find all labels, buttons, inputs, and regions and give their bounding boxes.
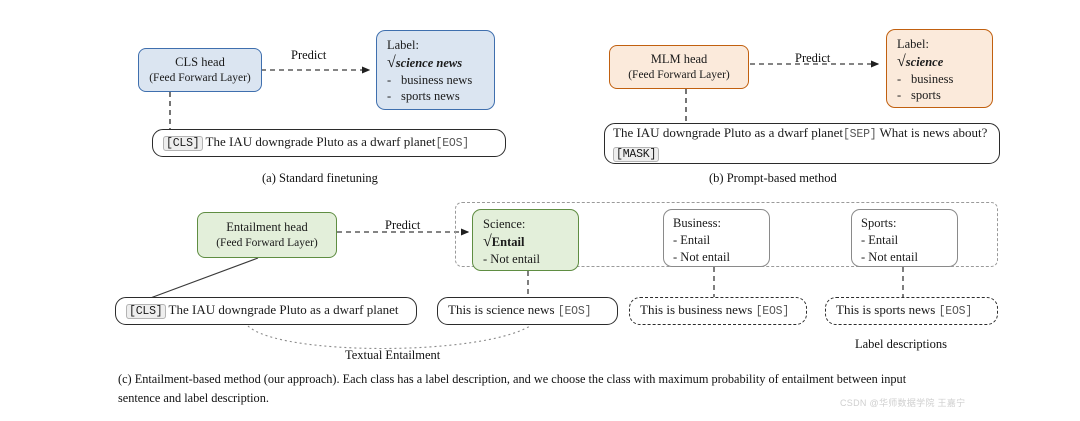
class-box-sports-entail[interactable]: - Entail	[861, 232, 899, 247]
predict-label-a: Predict	[291, 48, 327, 62]
hypothesis-sports: This is sports news [EOS]	[836, 301, 987, 321]
label-box-a-selected: √science news	[387, 54, 485, 72]
entailment-head-line1: Entailment head	[226, 220, 308, 234]
mask-token: [MASK]	[613, 146, 660, 162]
input-sentence-a-text: The IAU downgrade Pluto as a dwarf plane…	[205, 134, 436, 150]
predict-label-c: Predict	[385, 218, 421, 232]
eos-token: [EOS]	[938, 305, 973, 319]
sep-token: [SEP]	[842, 127, 877, 141]
cls-head-line2: (Feed Forward Layer)	[149, 71, 251, 84]
input-prompt-b-text: What is news about?	[879, 124, 988, 140]
input-sentence-b-line2: [MASK]	[613, 144, 660, 164]
entailment-head-line2: (Feed Forward Layer)	[216, 236, 318, 249]
label-box-b-option-1[interactable]: -sports	[897, 87, 983, 104]
input-sentence-c-text: The IAU downgrade Pluto as a dwarf plane…	[168, 302, 399, 318]
mlm-head-line2: (Feed Forward Layer)	[628, 68, 730, 81]
check-icon: √	[483, 232, 492, 250]
eos-token: [EOS]	[435, 137, 470, 151]
input-sentence-a: [CLS] The IAU downgrade Pluto as a dwarf…	[163, 133, 495, 153]
label-box-a[interactable]: Label: √science news -business news -spo…	[376, 30, 495, 110]
hypothesis-business-text: This is business news	[640, 302, 753, 318]
cls-head-box[interactable]: CLS head (Feed Forward Layer)	[138, 48, 262, 92]
cls-head-line1: CLS head	[175, 55, 225, 69]
class-box-business-not-entail[interactable]: - Not entail	[673, 249, 730, 264]
entailment-head-box[interactable]: Entailment head (Feed Forward Layer)	[197, 212, 337, 258]
class-box-science-not-entail[interactable]: - Not entail	[483, 251, 540, 266]
caption-a: (a) Standard finetuning	[262, 171, 378, 185]
label-box-a-option-0-text: business news	[401, 72, 473, 87]
class-box-sports[interactable]: Sports: - Entail - Not entail	[851, 209, 958, 267]
label-box-a-selected-text: science news	[395, 55, 463, 70]
label-box-a-option-1[interactable]: -sports news	[387, 88, 485, 105]
label-box-a-option-0[interactable]: -business news	[387, 72, 485, 89]
bullet-dash: -	[897, 71, 902, 86]
class-box-business-entail[interactable]: - Entail	[673, 232, 711, 247]
input-sentence-box-a[interactable]: [CLS] The IAU downgrade Pluto as a dwarf…	[152, 129, 506, 157]
hypothesis-sports-text: This is sports news	[836, 302, 936, 318]
label-box-a-option-1-text: sports news	[401, 89, 460, 104]
class-box-sports-title: Sports:	[861, 216, 897, 230]
class-box-business[interactable]: Business: - Entail - Not entail	[663, 209, 770, 267]
hypothesis-box-sports[interactable]: This is sports news [EOS]	[825, 297, 998, 325]
watermark: CSDN @华师数据学院 王嘉宁	[840, 398, 966, 408]
cls-token: [CLS]	[126, 304, 166, 320]
label-box-a-title: Label:	[387, 38, 419, 52]
class-box-sports-not-entail[interactable]: - Not entail	[861, 249, 918, 264]
label-box-b-option-0[interactable]: -business	[897, 71, 983, 88]
label-box-b-title: Label:	[897, 37, 929, 51]
class-box-business-title: Business:	[673, 216, 721, 230]
input-sentence-b-line1: The IAU downgrade Pluto as a dwarf plane…	[613, 124, 987, 144]
check-icon: √	[387, 53, 396, 71]
textual-entailment-label: Textual Entailment	[345, 348, 441, 362]
cls-token: [CLS]	[163, 136, 203, 152]
input-sentence-c: [CLS] The IAU downgrade Pluto as a dwarf…	[126, 301, 406, 321]
label-descriptions-label: Label descriptions	[855, 337, 947, 351]
class-box-science-entail-text: Entail	[491, 234, 525, 249]
edge-textual-entailment-curve	[247, 325, 531, 350]
hypothesis-business: This is business news [EOS]	[640, 301, 796, 321]
mlm-head-box[interactable]: MLM head (Feed Forward Layer)	[609, 45, 749, 89]
class-box-science-entail: √Entail	[483, 233, 569, 251]
input-sentence-b-text: The IAU downgrade Pluto as a dwarf plane…	[613, 124, 843, 140]
hypothesis-science: This is science news [EOS]	[448, 301, 607, 321]
hypothesis-box-business[interactable]: This is business news [EOS]	[629, 297, 807, 325]
bullet-dash: -	[897, 88, 902, 103]
hypothesis-science-text: This is science news	[448, 302, 555, 318]
label-box-b[interactable]: Label: √science -business -sports	[886, 29, 993, 108]
input-sentence-box-c[interactable]: [CLS] The IAU downgrade Pluto as a dwarf…	[115, 297, 417, 325]
check-icon: √	[897, 52, 906, 70]
class-box-science[interactable]: Science: √Entail - Not entail	[472, 209, 579, 271]
predict-label-b: Predict	[795, 51, 831, 65]
caption-c: (c) Entailment-based method (our approac…	[118, 372, 907, 406]
edge-c-head-to-input	[144, 257, 259, 301]
mlm-head-line1: MLM head	[650, 52, 708, 66]
label-box-b-selected: √science	[897, 53, 983, 71]
label-box-b-selected-text: science	[905, 54, 944, 69]
input-sentence-box-b[interactable]: The IAU downgrade Pluto as a dwarf plane…	[604, 123, 1000, 164]
hypothesis-box-science[interactable]: This is science news [EOS]	[437, 297, 618, 325]
label-box-b-option-1-text: sports	[911, 88, 941, 103]
bullet-dash: -	[387, 72, 392, 87]
caption-b: (b) Prompt-based method	[709, 171, 837, 185]
eos-token: [EOS]	[557, 305, 592, 319]
class-box-science-title: Science:	[483, 217, 526, 231]
bullet-dash: -	[387, 89, 392, 104]
label-box-b-option-0-text: business	[911, 71, 954, 86]
eos-token: [EOS]	[755, 305, 790, 319]
